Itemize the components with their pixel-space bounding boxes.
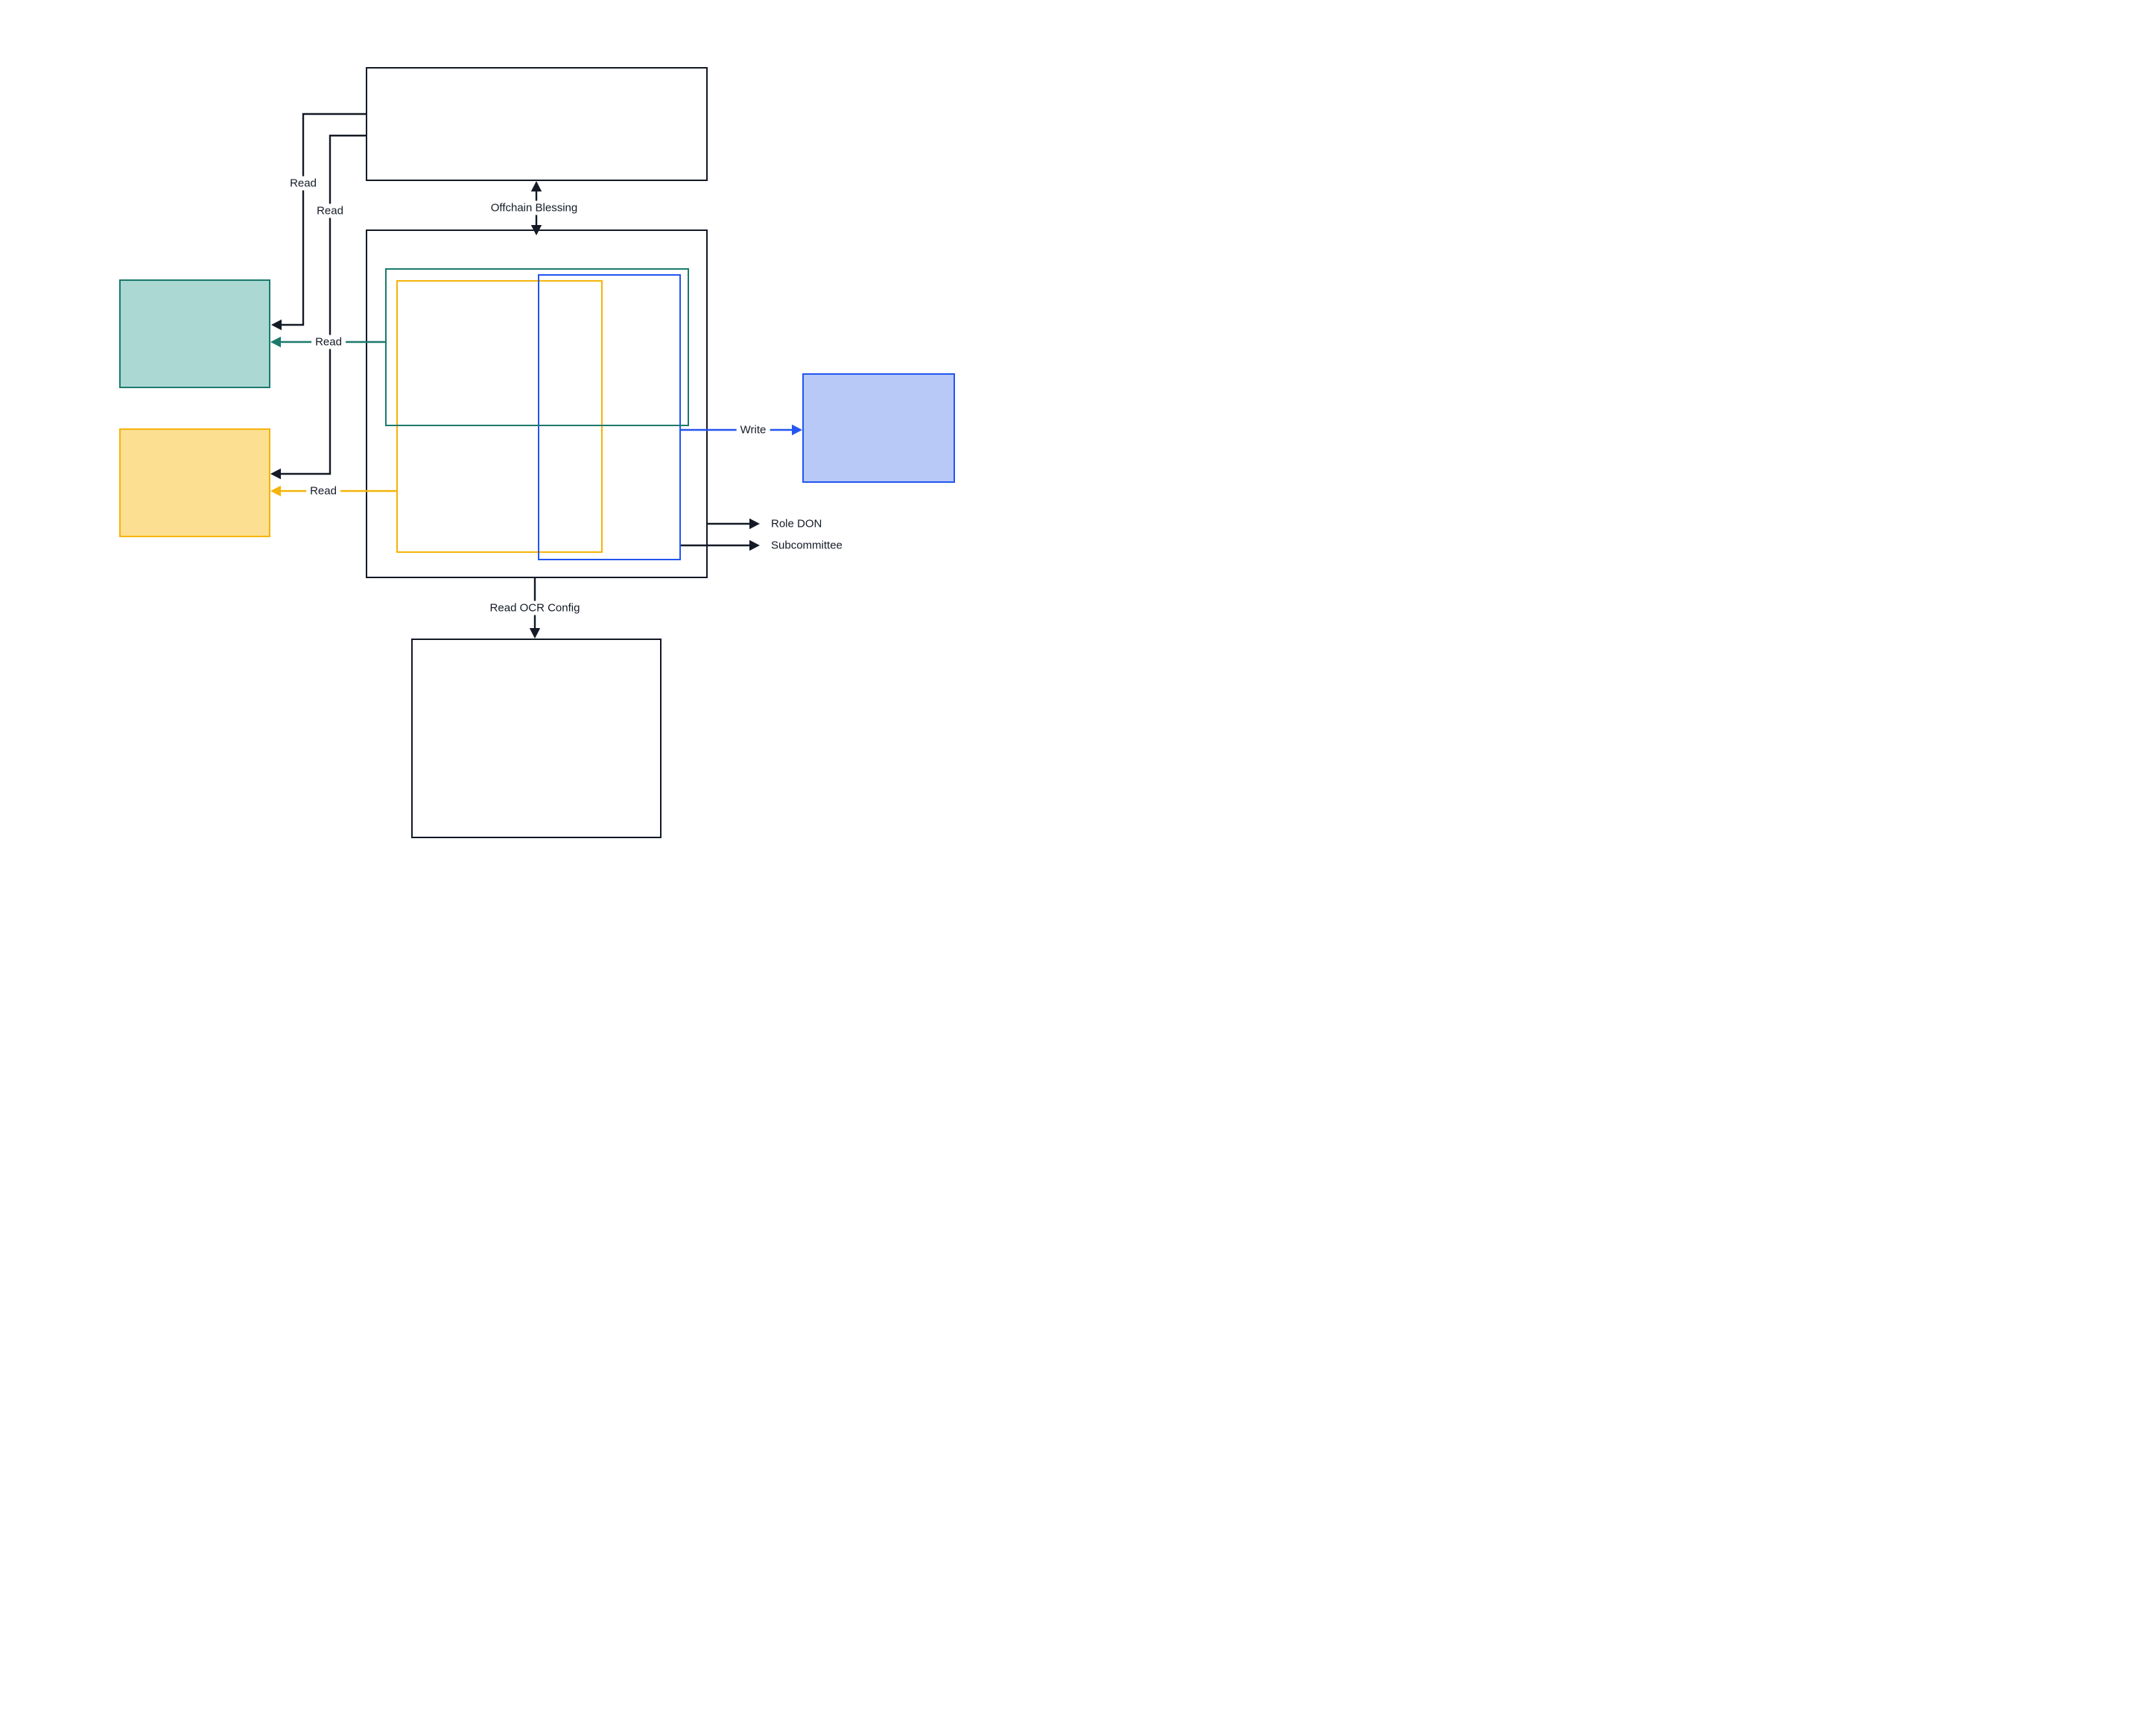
chain-a-box [119, 279, 270, 388]
chain-c-subcommittee-rect [538, 274, 681, 560]
read-label-rmn-chain-a: Read [286, 176, 320, 191]
arrowhead-don-read-chain-b [270, 485, 281, 497]
write-label: Write [736, 422, 770, 437]
arrowhead-role-don [749, 518, 760, 530]
risk-management-network-box [366, 67, 708, 181]
arrow-rmn-read-chain-b [281, 134, 366, 475]
arrowhead-rmn-read-chain-a [271, 319, 282, 331]
arrowhead-offchain-blessing-up [530, 181, 542, 191]
read-label-don-chain-a: Read [311, 335, 346, 349]
chain-a-subcommittee-rect [385, 268, 689, 426]
read-label-don-chain-b: Read [306, 484, 340, 498]
read-ocr-config-label: Read OCR Config [486, 601, 584, 615]
arrowhead-subcommittee [749, 539, 760, 551]
arrow-rmn-read-chain-a [282, 113, 366, 326]
ccip-architecture-diagram: Risk Management Network A B C ... CCIP C… [0, 0, 1068, 868]
arrowhead-read-ocr-config [529, 628, 541, 639]
read-label-rmn-chain-b: Read [313, 203, 347, 218]
arrowhead-don-write-chain-c [792, 424, 802, 436]
offchain-blessing-label: Offchain Blessing [486, 200, 582, 215]
arrowhead-don-read-chain-a [270, 336, 281, 348]
chain-c-box [802, 373, 955, 483]
subcommittee-label: Subcommittee [771, 538, 843, 553]
role-don-label: Role DON [771, 516, 822, 531]
arrowhead-offchain-blessing-down [530, 225, 542, 235]
arrowhead-rmn-read-chain-b [270, 468, 281, 480]
chain-b-box [119, 428, 270, 537]
connector-lines [270, 113, 802, 639]
chain-b-subcommittee-rect [396, 280, 603, 553]
home-chain-box [411, 639, 662, 838]
